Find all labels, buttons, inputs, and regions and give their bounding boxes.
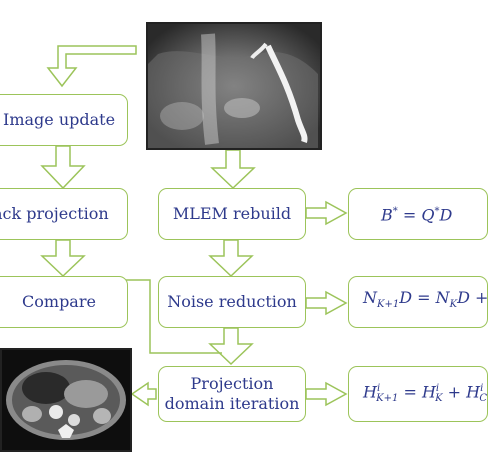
mlem-formula-box: B* = Q*D: [348, 188, 488, 240]
arrow-mlem-to-noise: [208, 239, 254, 278]
compare-label: Compare: [22, 292, 96, 311]
compare-box: Compare: [0, 276, 128, 328]
arrow-xray-to-mlem: [210, 149, 256, 190]
xray-icon: [148, 24, 320, 148]
flowchart: Image update ack projection Compare MLEM…: [0, 22, 488, 452]
arrow-back-projection-to-compare: [40, 239, 86, 278]
xray-projection-image: [146, 22, 322, 150]
mlem-rebuild-label: MLEM rebuild: [172, 204, 292, 223]
projection-iteration-label-1: Projection: [190, 374, 274, 393]
line-compare-to-projection: [126, 279, 222, 354]
arrow-projection-to-ct: [130, 381, 157, 407]
projection-formula-box: HiK+1 = HiK + HiC: [348, 366, 488, 422]
ct-scan-icon: [2, 350, 130, 450]
noise-formula-box: NK+1D = NKD +: [348, 276, 488, 328]
back-projection-label: ack projection: [0, 204, 109, 223]
arrow-image-update-to-back-projection: [40, 145, 86, 190]
projection-iteration-label-2: domain iteration: [164, 394, 300, 413]
arrow-noise-to-projection: [208, 327, 254, 366]
arrow-projection-to-formula: [305, 381, 348, 407]
arrow-xray-to-image-update: [46, 45, 137, 88]
mlem-formula: B* = Q*D: [381, 205, 453, 225]
ct-abdomen-image: [0, 348, 132, 452]
projection-iteration-box: Projection domain iteration: [158, 366, 306, 422]
back-projection-box: ack projection: [0, 188, 128, 240]
arrow-noise-to-formula: [305, 290, 348, 316]
noise-reduction-label: Noise reduction: [167, 292, 297, 311]
image-update-box: Image update: [0, 94, 128, 146]
mlem-rebuild-box: MLEM rebuild: [158, 188, 306, 240]
projection-formula: HiK+1 = HiK + HiC: [363, 382, 487, 405]
connector-arrows: [40, 45, 348, 407]
noise-reduction-box: Noise reduction: [158, 276, 306, 328]
arrow-mlem-to-formula: [305, 200, 348, 226]
noise-formula: NK+1D = NKD +: [363, 288, 488, 311]
image-update-label: Image update: [3, 110, 116, 129]
